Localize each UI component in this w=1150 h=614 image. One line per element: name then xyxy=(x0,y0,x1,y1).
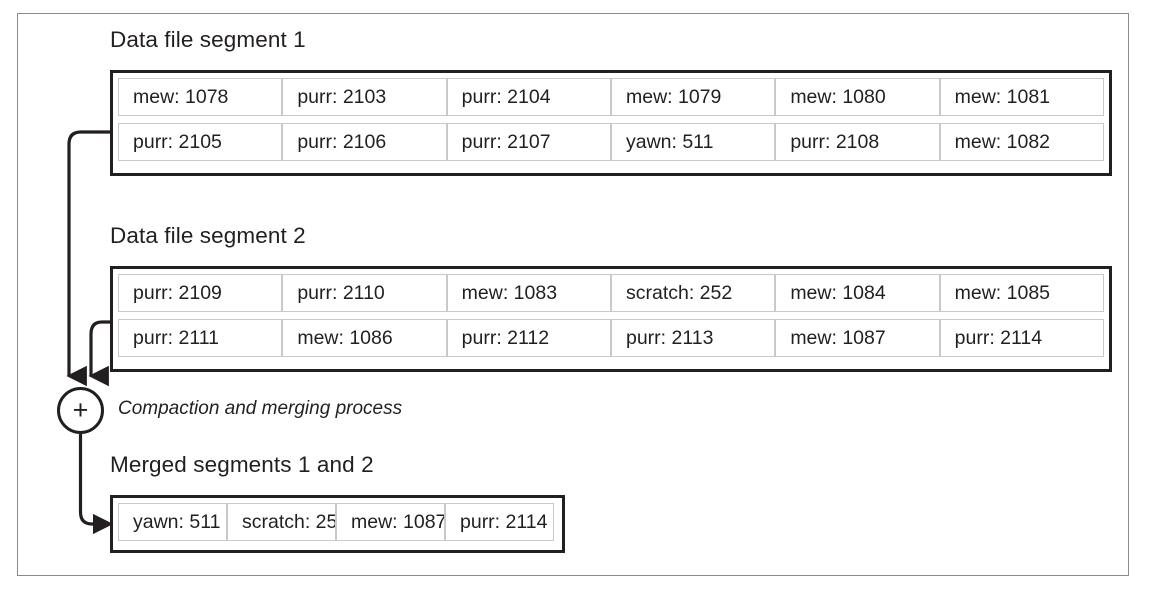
segment2-cell[interactable]: purr: 2110 xyxy=(282,274,447,312)
segment1-cell[interactable]: purr: 2108 xyxy=(775,123,940,161)
segment2-cell[interactable]: mew: 1083 xyxy=(446,274,611,312)
segment1-cell[interactable]: purr: 2107 xyxy=(446,123,611,161)
merged-cell[interactable]: purr: 2114 xyxy=(445,503,554,541)
segment1-cell[interactable]: mew: 1079 xyxy=(610,78,776,116)
merged-cell[interactable]: mew: 1087 xyxy=(336,503,445,541)
merged-cell[interactable]: scratch: 252 xyxy=(227,503,336,541)
segment2-cell[interactable]: purr: 2109 xyxy=(118,274,283,312)
segment1-row-1: mew: 1078 purr: 2103 purr: 2104 mew: 107… xyxy=(118,78,1104,116)
segment1-cell[interactable]: purr: 2103 xyxy=(282,78,447,116)
segment2-cell[interactable]: purr: 2113 xyxy=(610,319,776,357)
segment1-cell[interactable]: purr: 2104 xyxy=(446,78,611,116)
segment2-cell[interactable]: mew: 1085 xyxy=(939,274,1104,312)
segment2-cell[interactable]: scratch: 252 xyxy=(610,274,776,312)
segment2-box: purr: 2109 purr: 2110 mew: 1083 scratch:… xyxy=(110,266,1112,372)
segment1-cell[interactable]: mew: 1082 xyxy=(939,123,1104,161)
segment1-cell[interactable]: purr: 2106 xyxy=(282,123,447,161)
segment2-cell[interactable]: purr: 2111 xyxy=(118,319,283,357)
segment1-cell[interactable]: mew: 1081 xyxy=(939,78,1104,116)
plus-icon: + xyxy=(72,395,89,425)
segment1-cell[interactable]: mew: 1078 xyxy=(118,78,283,116)
merged-cell[interactable]: yawn: 511 xyxy=(118,503,227,541)
segment2-title: Data file segment 2 xyxy=(110,223,306,248)
merged-row-1: yawn: 511 scratch: 252 mew: 1087 purr: 2… xyxy=(118,503,557,541)
segment1-cell[interactable]: purr: 2105 xyxy=(118,123,283,161)
segment2-cell[interactable]: purr: 2114 xyxy=(939,319,1104,357)
segment2-cell[interactable]: mew: 1087 xyxy=(775,319,940,357)
segment2-cell[interactable]: mew: 1086 xyxy=(282,319,447,357)
process-label: Compaction and merging process xyxy=(118,398,403,419)
merged-box: yawn: 511 scratch: 252 mew: 1087 purr: 2… xyxy=(110,495,565,553)
segment2-cell[interactable]: mew: 1084 xyxy=(775,274,940,312)
segment1-cell[interactable]: mew: 1080 xyxy=(775,78,940,116)
merge-node-circle: + xyxy=(57,387,104,434)
segment2-row-1: purr: 2109 purr: 2110 mew: 1083 scratch:… xyxy=(118,274,1104,312)
segment1-cell[interactable]: yawn: 511 xyxy=(610,123,776,161)
segment2-row-2: purr: 2111 mew: 1086 purr: 2112 purr: 21… xyxy=(118,319,1104,357)
segment2-cell[interactable]: purr: 2112 xyxy=(446,319,611,357)
segment1-row-2: purr: 2105 purr: 2106 purr: 2107 yawn: 5… xyxy=(118,123,1104,161)
merged-title: Merged segments 1 and 2 xyxy=(110,452,374,477)
segment1-title: Data file segment 1 xyxy=(110,27,306,52)
segment1-box: mew: 1078 purr: 2103 purr: 2104 mew: 107… xyxy=(110,70,1112,176)
